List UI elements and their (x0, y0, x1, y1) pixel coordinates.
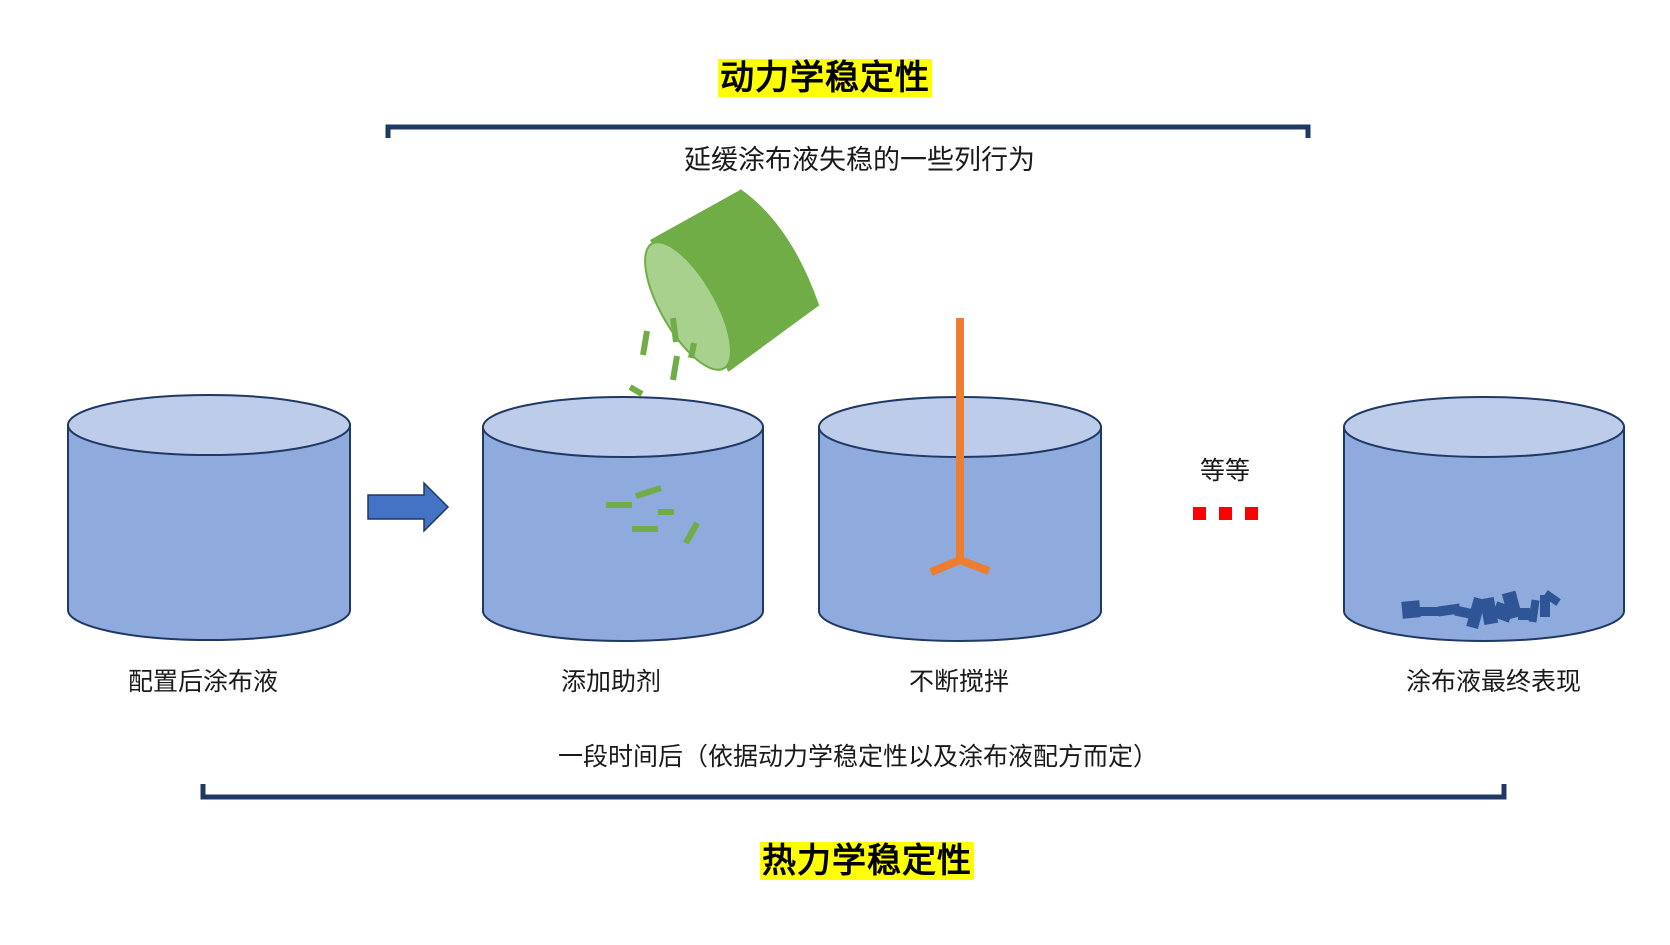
falling-particles (628, 317, 697, 397)
step-label-stirring: 不断搅拌 (909, 667, 1010, 696)
top-bracket (385, 124, 1311, 138)
additive-particles (606, 485, 700, 545)
tank-final (1343, 396, 1625, 642)
step-label-final: 涂布液最终表现 (1406, 667, 1582, 696)
tank-prepared (67, 394, 351, 641)
additive-container-icon (644, 189, 820, 372)
step-label-additive: 添加助剂 (561, 667, 662, 696)
time-note: 一段时间后（依据动力学稳定性以及涂布液配方而定） (558, 742, 1159, 771)
right-arrow-icon (367, 481, 450, 533)
ellipsis-label: 等等 (1200, 456, 1251, 485)
ellipsis-dots (1193, 507, 1258, 520)
stirrer-icon (929, 318, 991, 576)
kinetic-stability-title: 动力学稳定性 (718, 58, 932, 98)
thermodynamic-stability-title: 热力学稳定性 (760, 841, 974, 881)
sediment (1401, 590, 1561, 630)
step-label-prepared: 配置后涂布液 (128, 667, 279, 696)
tank-additive (482, 396, 764, 642)
delay-behaviors-caption: 延缓涂布液失稳的一些列行为 (684, 145, 1035, 176)
bottom-bracket (200, 784, 1507, 800)
